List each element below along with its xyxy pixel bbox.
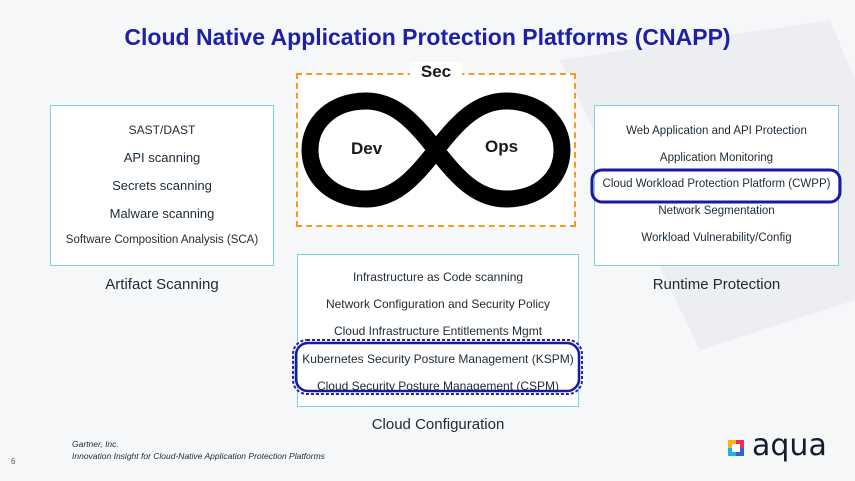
artifact-item: API scanning	[123, 149, 201, 165]
cloud-item: Infrastructure as Code scanning	[352, 269, 524, 284]
footnote-line1: Gartner, Inc.	[72, 439, 119, 449]
runtime-protection-box: Web Application and API Protection Appli…	[594, 105, 839, 266]
cloud-item: Cloud Infrastructure Entitlements Mgmt	[333, 324, 543, 339]
cloud-configuration-caption: Cloud Configuration	[371, 416, 505, 433]
runtime-item: Web Application and API Protection	[626, 125, 807, 138]
footnote-line2: Innovation Insight for Cloud-Native Appl…	[72, 451, 325, 461]
ops-label: Ops	[485, 137, 519, 156]
artifact-scanning-box: SAST/DAST API scanning Secrets scanning …	[50, 105, 274, 266]
runtime-protection-caption: Runtime Protection	[652, 276, 781, 293]
page-number: 6	[11, 457, 16, 466]
infinity-icon	[301, 92, 571, 208]
sec-label: Sec	[410, 62, 462, 82]
cloud-item-highlighted: Cloud Security Posture Management (CSPM)	[316, 379, 560, 394]
cloud-item-highlighted: Kubernetes Security Posture Management (…	[302, 351, 574, 366]
source-footnote: Gartner, Inc. Innovation Insight for Clo…	[72, 438, 325, 462]
runtime-item: Workload Vulnerability/Config	[641, 231, 792, 244]
runtime-item: Network Segmentation	[658, 205, 775, 218]
cloud-item: Network Configuration and Security Polic…	[325, 297, 551, 312]
artifact-item: SAST/DAST	[128, 122, 196, 137]
runtime-item: Application Monitoring	[659, 151, 774, 164]
artifact-item: Secrets scanning	[112, 177, 212, 193]
dev-label: Dev	[351, 139, 383, 158]
artifact-item: Software Composition Analysis (SCA)	[65, 234, 259, 247]
cloud-configuration-box: Infrastructure as Code scanning Network …	[297, 254, 579, 407]
runtime-item-highlighted: Cloud Workload Protection Platform (CWPP…	[602, 178, 831, 191]
artifact-scanning-caption: Artifact Scanning	[105, 276, 219, 293]
page-title: Cloud Native Application Protection Plat…	[124, 24, 731, 50]
aqua-logo-icon	[728, 440, 744, 456]
aqua-logo-text: aqua	[752, 428, 827, 463]
artifact-item: Malware scanning	[109, 206, 215, 222]
